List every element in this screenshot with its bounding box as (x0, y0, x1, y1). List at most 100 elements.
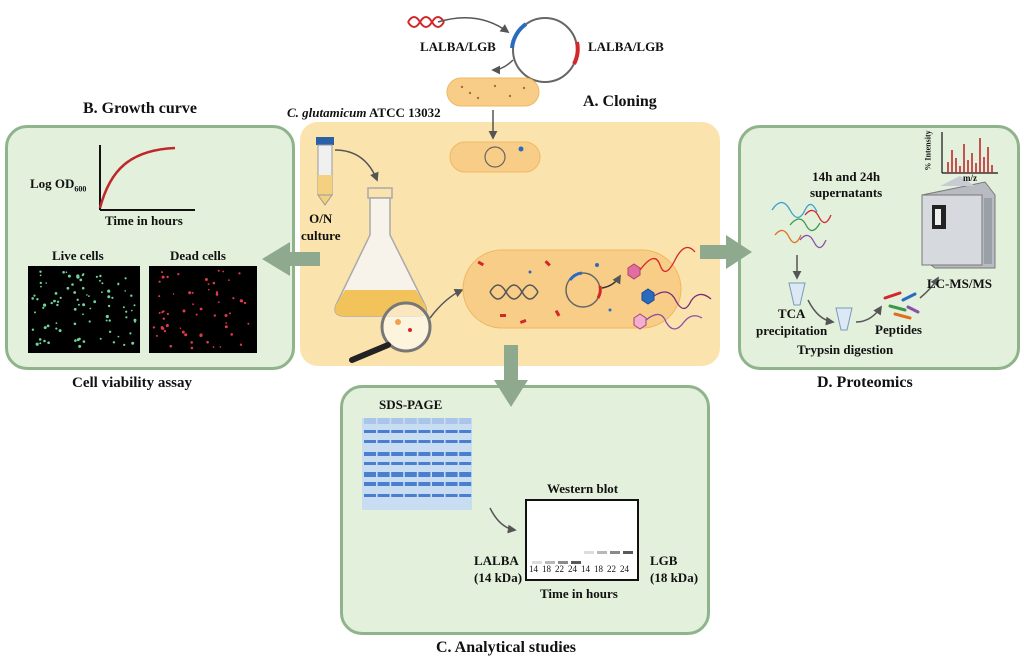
gel-band (391, 482, 404, 486)
cell-dot (55, 322, 58, 324)
lgb-label: LGB (18 kDa) (650, 553, 699, 585)
cell-dot (177, 273, 180, 276)
cell-dot (158, 312, 161, 314)
gel-band (445, 452, 458, 456)
gel-band (404, 462, 417, 465)
cell-dot (58, 329, 62, 333)
cell-dot (224, 325, 228, 329)
falcon-tube-icon (316, 137, 334, 206)
cell-dot (39, 342, 42, 345)
cell-dot (161, 275, 165, 279)
lane-number: 14 (529, 564, 538, 574)
magnifying-glass-icon (349, 301, 432, 363)
cell-dot (108, 330, 112, 333)
gel-well (459, 418, 472, 424)
strain-label: C. glutamicum ATCC 13032 (287, 105, 441, 121)
gel-band (459, 472, 472, 477)
gel-band (391, 440, 404, 443)
cell-dot (50, 301, 53, 305)
cell-dot (54, 292, 58, 295)
cell-dot (131, 309, 133, 312)
cell-dot (47, 341, 50, 345)
cell-dot (212, 281, 216, 285)
cell-dot (124, 290, 126, 292)
blot-band (532, 561, 542, 564)
on-culture-label: O/N culture (301, 211, 341, 243)
cell-dot (65, 271, 68, 274)
lcms-label: LC-MS/MS (927, 276, 992, 291)
cell-dot (81, 286, 85, 290)
cell-dot (158, 295, 161, 298)
cell-dot (117, 283, 120, 286)
gel-band (404, 452, 417, 456)
peptide-fragments-icon (883, 291, 920, 320)
dead-cells-label: Dead cells (170, 248, 226, 263)
viability-assay-label: Cell viability assay (72, 375, 193, 391)
cell-dot (40, 285, 42, 288)
cell-dot (238, 272, 241, 275)
cell-dot (43, 303, 47, 307)
cell-dot (133, 304, 136, 307)
cell-dot (199, 307, 203, 311)
transformed-cell (449, 141, 541, 173)
cell-dot (39, 281, 42, 285)
strain-rest: ATCC 13032 (366, 105, 441, 120)
cell-dot (224, 314, 228, 317)
cell-dot (215, 293, 219, 296)
cell-dot (217, 301, 220, 303)
blot-band (545, 561, 555, 564)
gel-band (432, 430, 444, 433)
cell-dot (161, 311, 164, 314)
gel-band (364, 462, 376, 465)
cell-dot (34, 311, 36, 314)
gel-band (364, 452, 376, 456)
cell-dot (239, 299, 243, 303)
cell-dot (43, 339, 46, 343)
lane-number: 22 (555, 564, 564, 574)
blot-band (558, 561, 568, 564)
dna-insert-icon (407, 16, 445, 28)
gel-band (432, 494, 444, 497)
cell-dot (31, 297, 34, 300)
live-cells-label: Live cells (52, 248, 104, 263)
cell-dot (56, 300, 60, 303)
tca-label: TCA precipitation (756, 306, 828, 338)
gel-band (404, 440, 417, 443)
gel-band (459, 462, 472, 465)
intensity-axis-label: % Intensity (923, 130, 933, 171)
cell-dot (111, 296, 114, 299)
lane-number: 24 (568, 564, 577, 574)
gel-band (391, 462, 404, 465)
erlenmeyer-flask-icon (334, 187, 428, 317)
gel-band (459, 494, 472, 497)
supernatants-label: 14h and 24h supernatants (810, 169, 883, 200)
blot-band (584, 551, 594, 554)
cell-dot (191, 291, 194, 294)
genome-icon (489, 284, 539, 300)
cell-dot (59, 296, 62, 299)
gel-band (377, 462, 390, 465)
cell-dot (129, 332, 132, 335)
cell-dot (239, 343, 243, 346)
analytical-title: C. Analytical studies (436, 639, 577, 656)
gel-band (364, 482, 376, 486)
gel-band (445, 430, 458, 433)
cell-dot (117, 335, 120, 338)
cell-dot (33, 294, 36, 297)
cell-dot (56, 303, 59, 307)
blot-band (623, 551, 633, 554)
lalba-label: LALBA (14 kDa) (474, 553, 523, 585)
producing-cell (462, 249, 682, 329)
arrow-to-proteomics (700, 235, 752, 269)
cell-dot (124, 277, 127, 280)
cell-dot (215, 291, 219, 294)
strain-italic: C. glutamicum (287, 105, 367, 120)
gel-band (364, 472, 376, 477)
cell-dot (230, 333, 233, 336)
gel-band (377, 440, 390, 443)
cell-dot (88, 295, 90, 297)
live-cells-micrograph (28, 266, 140, 353)
gel-band (445, 482, 458, 486)
cell-dot (130, 294, 133, 297)
